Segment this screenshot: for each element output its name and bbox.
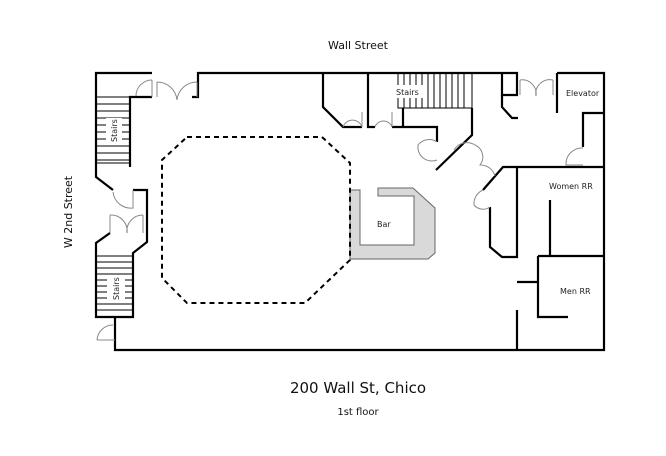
doors bbox=[96, 79, 584, 341]
stairs-top-label: Stairs bbox=[396, 88, 419, 97]
bar-label: Bar bbox=[377, 220, 391, 229]
bar-counter bbox=[349, 187, 436, 260]
floor-subtitle: 1st floor bbox=[337, 407, 379, 418]
stairs-upper-left-label: Stairs bbox=[110, 119, 119, 142]
street-top-label: Wall Street bbox=[328, 39, 389, 52]
women-restroom-label: Women RR bbox=[549, 182, 593, 191]
stairs-lower-left-label: Stairs bbox=[112, 277, 121, 300]
page-title: 200 Wall St, Chico bbox=[290, 379, 426, 397]
street-left-label: W 2nd Street bbox=[62, 175, 75, 248]
men-restroom-label: Men RR bbox=[560, 287, 591, 296]
elevator-label: Elevator bbox=[566, 89, 600, 98]
walls bbox=[94, 71, 606, 352]
dance-floor-outline bbox=[161, 136, 351, 304]
